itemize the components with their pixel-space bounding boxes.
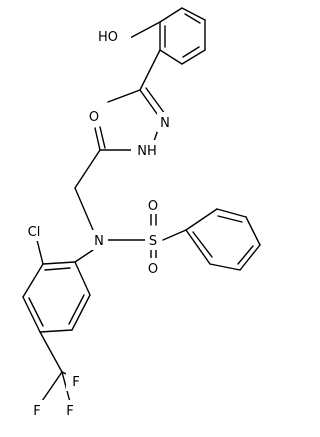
- fluorine-right-label: F: [72, 375, 79, 390]
- fluorine-left-label: F: [33, 404, 40, 419]
- sulfonyl-oxygen-top-label: O: [148, 199, 158, 214]
- fluorine-bottom-label: F: [66, 404, 73, 419]
- carbonyl-oxygen-label: O: [89, 110, 99, 125]
- atom-labels: HO O NH N N S O O Cl F F F: [22, 26, 173, 420]
- hydroxyl-label: HO: [98, 30, 118, 45]
- amine-nitrogen-label: N: [94, 234, 104, 249]
- imine-nitrogen-label: N: [160, 116, 170, 131]
- bond-lines: [22, 7, 261, 405]
- sulfonyl-oxygen-bottom-label: O: [148, 262, 158, 277]
- chemical-structure-diagram: HO O NH N N S O O Cl F F F: [22, 7, 261, 420]
- chlorine-label: Cl: [28, 225, 41, 240]
- hydrazone-nh-label: NH: [137, 144, 157, 159]
- sulfur-label: S: [149, 234, 157, 249]
